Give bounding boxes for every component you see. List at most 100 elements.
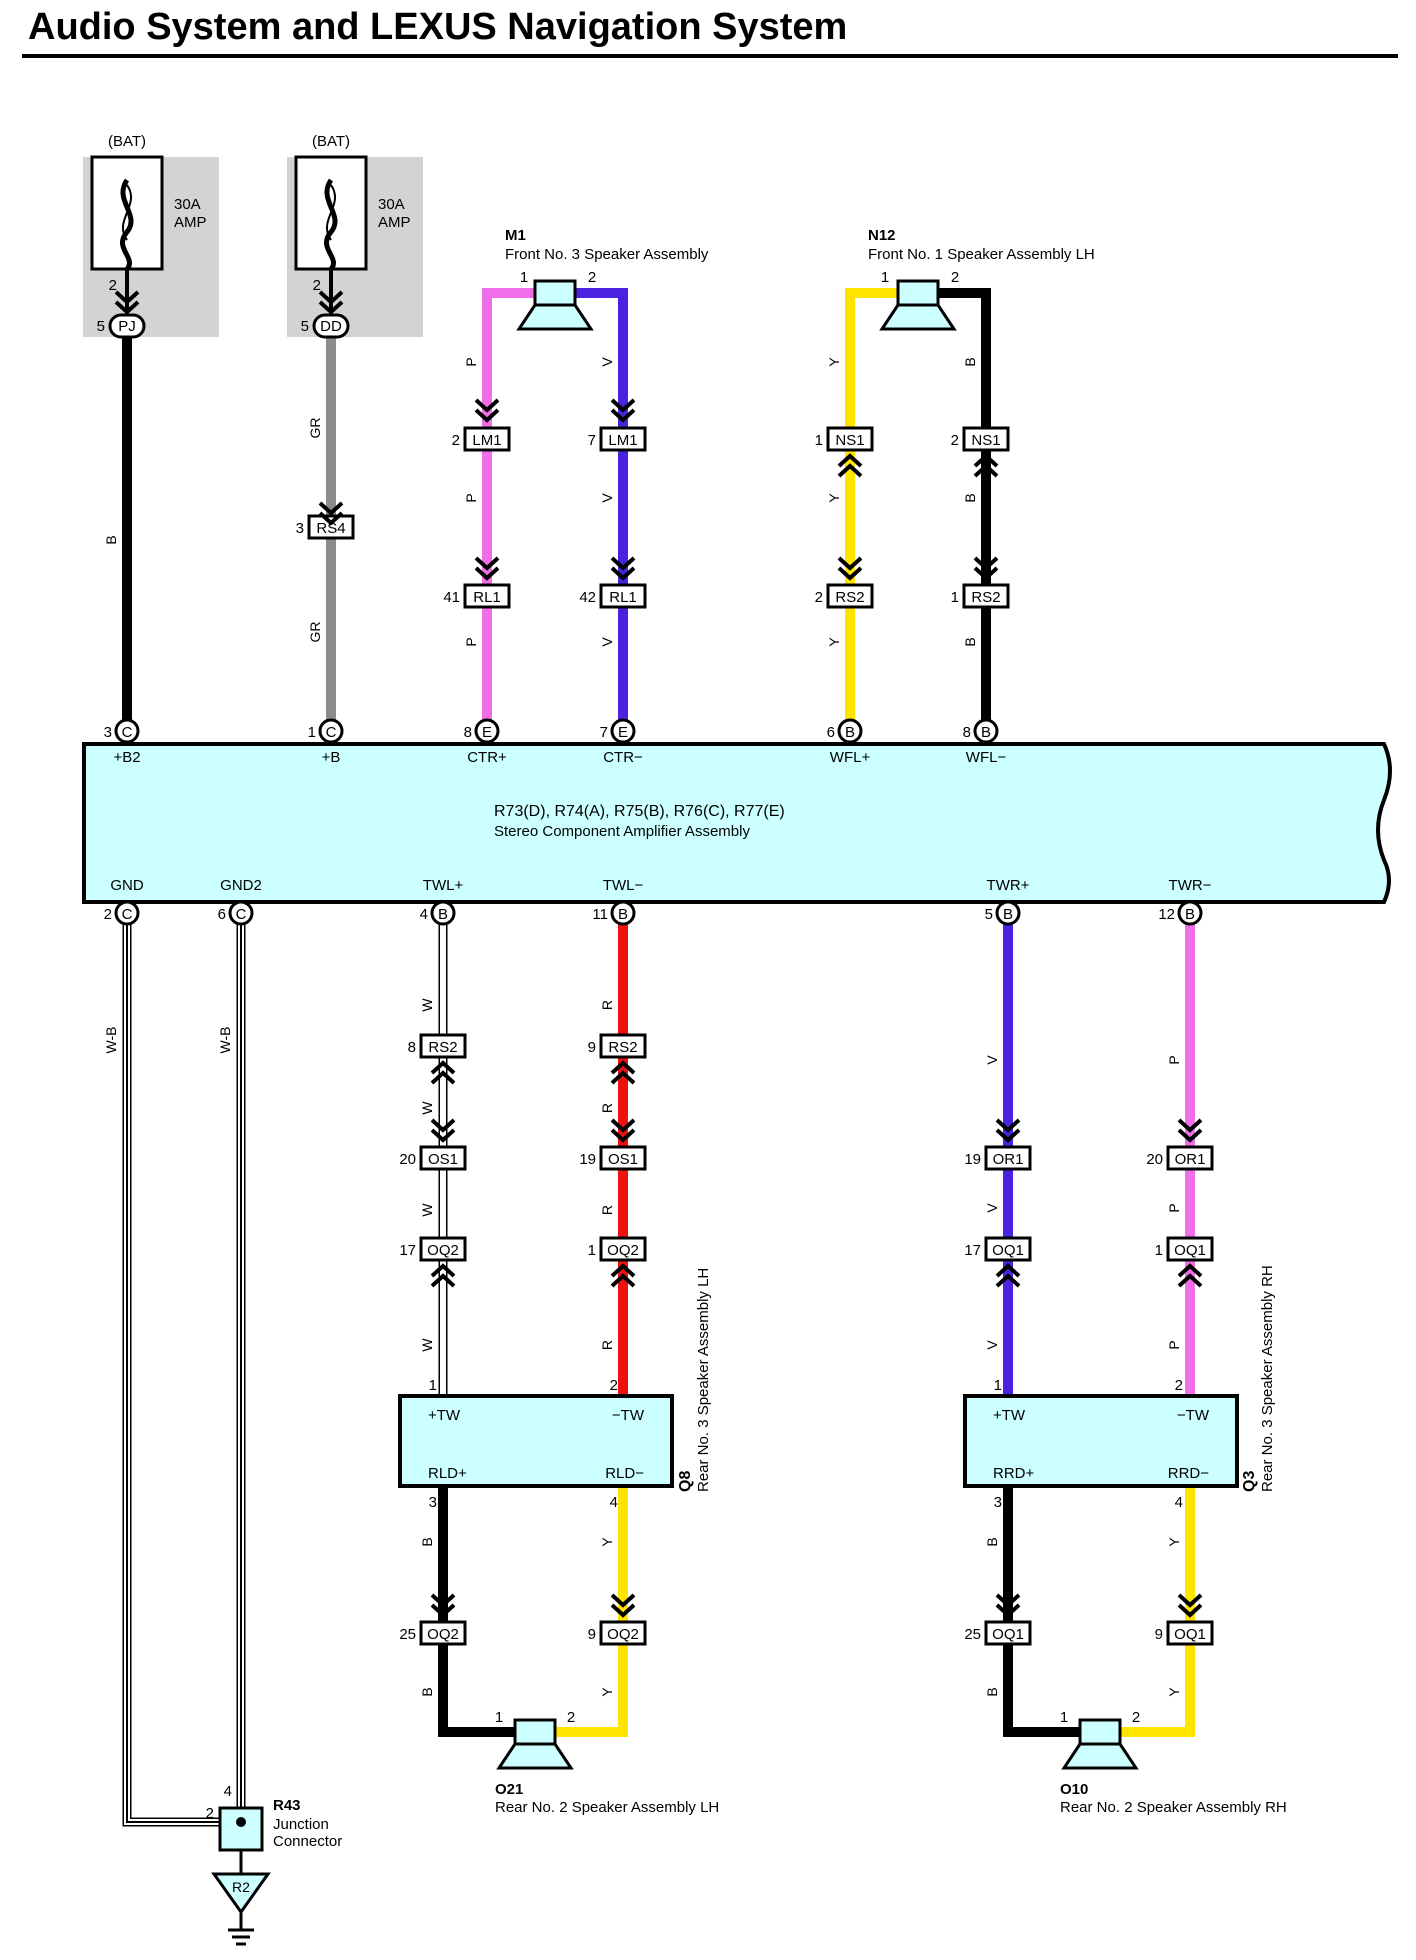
amp-top-term-6-circle bbox=[973, 718, 999, 744]
conn-or1-a-name: OR1 bbox=[993, 1151, 1024, 1168]
chev-oq1-b bbox=[1177, 1273, 1203, 1288]
amp-top-label-6: WFL− bbox=[966, 749, 1007, 766]
speaker-o21-conn-b-name: OQ2 bbox=[607, 1626, 639, 1643]
conn-oq1-b-name: OQ1 bbox=[1174, 1242, 1206, 1259]
conn-rl1-b-name: RL1 bbox=[609, 589, 637, 606]
component-layer bbox=[82, 155, 1392, 1946]
amp-bot-label-3: TWL+ bbox=[423, 877, 464, 894]
wire-label-y-3: Y bbox=[826, 637, 842, 647]
wire-label-b-3: B bbox=[962, 637, 978, 646]
chev-oq1-b bbox=[1177, 1263, 1203, 1278]
conn-os1-a-box bbox=[419, 1145, 467, 1171]
conn-lm1-a-box bbox=[463, 426, 511, 452]
junction-r43-pin2: 2 bbox=[206, 1805, 214, 1822]
tweeter-q8-p3: 3 bbox=[429, 1494, 437, 1511]
conn-oq2-b-pin: 1 bbox=[588, 1242, 596, 1259]
conn-rs2-d-name: RS2 bbox=[608, 1039, 637, 1056]
conn-rl1-a-box bbox=[463, 583, 511, 609]
amp-top-term-3-pin: 8 bbox=[464, 724, 472, 741]
wire-label-v-2: V bbox=[599, 493, 615, 503]
speaker-o21-label-y1: Y bbox=[599, 1537, 615, 1547]
fuse-1-element bbox=[120, 178, 134, 271]
amp-top-term-2-pin: 1 bbox=[308, 724, 316, 741]
conn-rs2-c-pin: 8 bbox=[408, 1039, 416, 1056]
speaker-o21-wire-b bbox=[438, 1486, 515, 1737]
wire-label-p2-3: P bbox=[1166, 1340, 1182, 1349]
speaker-o21-id: O21 bbox=[495, 1781, 523, 1798]
conn-oq1-a-pin: 17 bbox=[964, 1242, 981, 1259]
chev-lm1-a bbox=[474, 398, 500, 413]
tweeter-q3-tl: +TW bbox=[993, 1407, 1026, 1424]
junction-r43-dot bbox=[236, 1817, 246, 1827]
chev-rl1-a bbox=[474, 566, 500, 581]
wire-gnd-stripe bbox=[126, 924, 220, 1823]
fuse-1-chevron bbox=[114, 290, 140, 305]
amp-bot-term-5-pin: 5 bbox=[985, 906, 993, 923]
fuse-1-name: AMP bbox=[174, 214, 207, 231]
speaker-o10-name: Rear No. 2 Speaker Assembly RH bbox=[1060, 1799, 1287, 1816]
conn-rl1-a-name: RL1 bbox=[473, 589, 501, 606]
chev-oq2-a bbox=[430, 1263, 456, 1278]
chev-rs4 bbox=[318, 511, 344, 526]
speaker-n12-id: N12 bbox=[868, 227, 896, 244]
chev-ns1-a bbox=[837, 463, 863, 478]
amp-top-term-5-pin: 6 bbox=[827, 724, 835, 741]
chev-rs2-b bbox=[973, 566, 999, 581]
conn-rs4-pin: 3 bbox=[296, 520, 304, 537]
tweeter-q3-bl: RRD+ bbox=[993, 1465, 1034, 1482]
amplifier-codes: R73(D), R74(A), R75(B), R76(C), R77(E) bbox=[494, 803, 785, 820]
amp-bot-term-4-circle bbox=[610, 900, 636, 926]
amp-bot-term-1-letter: C bbox=[122, 906, 133, 923]
amp-bot-term-1-pin: 2 bbox=[104, 906, 112, 923]
fuse-2-name: AMP bbox=[378, 214, 411, 231]
amp-top-label-2: +B bbox=[322, 749, 341, 766]
speaker-o10-conn-b-name: OQ1 bbox=[1174, 1626, 1206, 1643]
wire-gnd-core bbox=[124, 924, 220, 1825]
conn-rs2-a-box bbox=[826, 583, 874, 609]
fuse-1-element2 bbox=[121, 184, 133, 241]
conn-or1-b-name: OR1 bbox=[1175, 1151, 1206, 1168]
speaker-o10-speaker-magnet bbox=[1078, 1718, 1122, 1746]
conn-ns1-a-pin: 1 bbox=[815, 432, 823, 449]
amp-top-term-4-pin: 7 bbox=[600, 724, 608, 741]
amp-bot-term-4-pin: 11 bbox=[592, 906, 608, 923]
conn-oq2-b-name: OQ2 bbox=[607, 1242, 639, 1259]
conn-rs2-d-box bbox=[599, 1033, 647, 1059]
amp-bot-term-6-letter: B bbox=[1185, 906, 1195, 923]
conn-ns1-b-pin: 2 bbox=[951, 432, 959, 449]
conn-rs2-b-name: RS2 bbox=[971, 589, 1000, 606]
fuse-2-chevron bbox=[318, 290, 344, 305]
wire-label-y-2: Y bbox=[826, 493, 842, 503]
conn-rs2-b-box bbox=[962, 583, 1010, 609]
conn-ns1-a-box bbox=[826, 426, 874, 452]
chev-rs2-c bbox=[430, 1070, 456, 1085]
amp-top-term-1-pin: 3 bbox=[104, 724, 112, 741]
conn-oq1-b-box bbox=[1166, 1236, 1214, 1262]
amp-top-term-3-circle bbox=[474, 718, 500, 744]
conn-oq1-a-name: OQ1 bbox=[992, 1242, 1024, 1259]
conn-rs2-a-pin: 2 bbox=[815, 589, 823, 606]
conn-lm1-b-pin: 7 bbox=[588, 432, 596, 449]
amp-top-term-5-letter: B bbox=[845, 724, 855, 741]
conn-lm1-a-pin: 2 bbox=[452, 432, 460, 449]
fuse-2-conn-name: DD bbox=[320, 318, 342, 335]
speaker-n12-cone bbox=[879, 303, 957, 331]
tweeter-q8-tl: +TW bbox=[428, 1407, 461, 1424]
junction-r43-id: R43 bbox=[273, 1797, 301, 1814]
conn-oq2-a-name: OQ2 bbox=[427, 1242, 459, 1259]
amp-bot-term-6-pin: 12 bbox=[1158, 906, 1175, 923]
amp-top-term-1-circle bbox=[114, 718, 140, 744]
amp-bot-term-6-circle bbox=[1177, 900, 1203, 926]
conn-or1-b-box bbox=[1166, 1145, 1214, 1171]
wire-label-v2-2: V bbox=[984, 1203, 1000, 1213]
speaker-o21-speaker-cone bbox=[496, 1742, 574, 1770]
chev-rs2-d bbox=[610, 1070, 636, 1085]
speaker-o10-chev-b bbox=[1177, 1603, 1203, 1618]
wire-label-v-1: V bbox=[599, 357, 615, 367]
amp-bot-term-5-letter: B bbox=[1003, 906, 1013, 923]
amp-bot-term-3-circle bbox=[430, 900, 456, 926]
speaker-o10-conn-a-pin: 25 bbox=[964, 1626, 981, 1643]
fuse-1-chevron bbox=[114, 300, 140, 315]
speaker-o10-pin1: 1 bbox=[1060, 1709, 1068, 1726]
label-layer: (BAT)30AAMP2PJ5(BAT)30AAMP2DD5BGRGRRS43P… bbox=[97, 133, 1287, 1895]
